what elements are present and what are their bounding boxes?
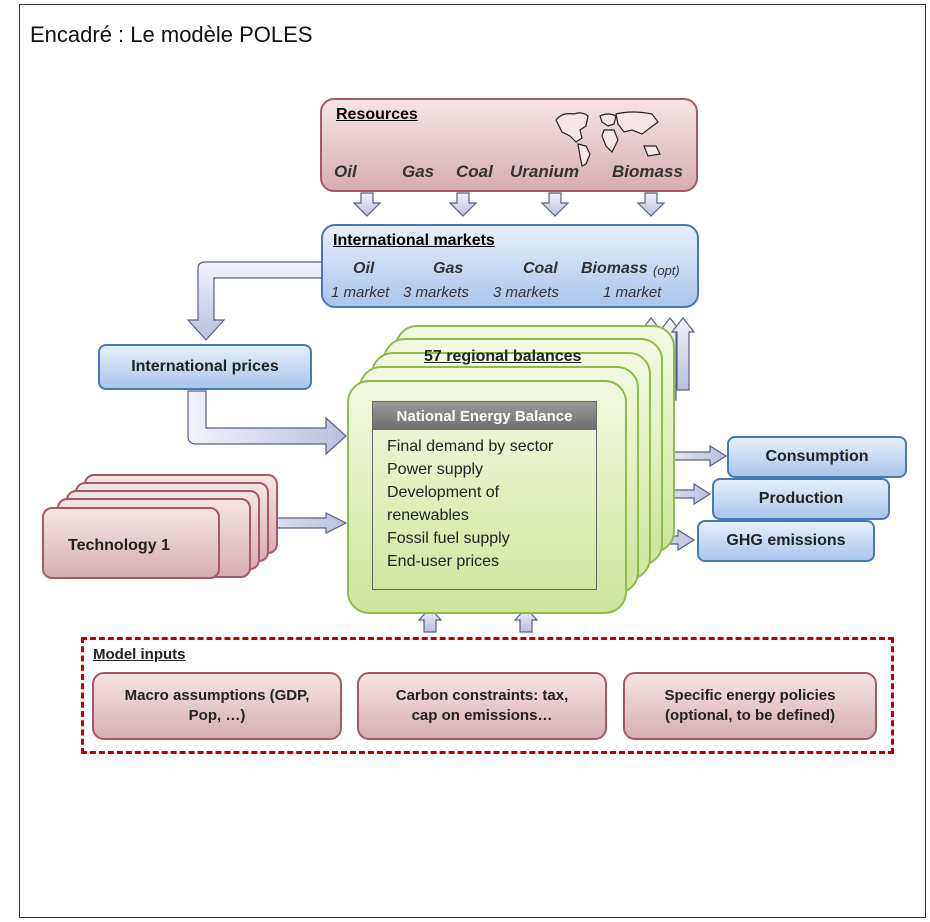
markets-box: International markets Oil 1 market Gas 3…: [321, 224, 699, 308]
market-coal-name: Coal: [523, 260, 558, 277]
res-to-market-arrow: [540, 192, 570, 217]
resource-biomass: Biomass: [612, 162, 683, 181]
macro-assumptions-card: Macro assumptions (GDP, Pop, …): [92, 672, 342, 740]
neb-header: National Energy Balance: [373, 402, 596, 430]
markets-title: International markets: [333, 232, 495, 249]
page-title: Encadré : Le modèle POLES: [30, 22, 313, 47]
market-biomass-opt: (opt): [653, 263, 680, 278]
neb-line: Fossil fuel supply: [387, 530, 510, 547]
res-to-market-arrow: [448, 192, 478, 217]
energy-policies-card: Specific energy policies (optional, to be…: [623, 672, 877, 740]
market-coal-detail: 3 markets: [493, 284, 559, 301]
resource-gas: Gas: [402, 162, 435, 181]
input-line: (optional, to be defined): [665, 707, 835, 724]
market-biomass-name: Biomass: [581, 260, 648, 277]
input-line: Pop, …): [188, 707, 246, 724]
res-to-market-arrow: [352, 192, 382, 217]
resource-uranium: Uranium: [510, 162, 579, 181]
market-biomass-detail: 1 market: [603, 284, 662, 301]
market-oil-name: Oil: [353, 260, 375, 277]
market-gas-detail: 3 markets: [403, 284, 469, 301]
neb-line: End-user prices: [387, 553, 500, 570]
resource-coal: Coal: [456, 162, 493, 181]
market-oil-detail: 1 market: [331, 284, 390, 301]
input-line: Macro assumptions (GDP,: [124, 687, 310, 704]
international-prices-box: International prices: [98, 344, 312, 390]
resource-oil: Oil: [334, 162, 357, 181]
regional-balances-title: 57 regional balances: [424, 348, 582, 365]
resources-title: Resources: [336, 106, 418, 123]
technology-label: Technology 1: [68, 537, 170, 554]
prices-to-balance-arrow: [187, 390, 347, 456]
market-gas-name: Gas: [433, 260, 464, 277]
consumption-box: Consumption: [727, 436, 907, 478]
ghg-emissions-box: GHG emissions: [697, 520, 875, 562]
resources-box: Resources Oil Gas Coal Uranium Biomass: [320, 98, 698, 192]
res-to-market-arrow: [636, 192, 666, 217]
world-map-icon: [555, 111, 661, 167]
neb-line: Development of: [387, 484, 500, 501]
market-to-prices-arrow: [186, 261, 323, 341]
neb-line: Power supply: [387, 461, 484, 478]
inputs-to-balance-arrow: [417, 607, 443, 633]
input-line: cap on emissions…: [411, 707, 553, 724]
input-line: Carbon constraints: tax,: [395, 687, 569, 704]
national-energy-balance-box: National Energy Balance Final demand by …: [372, 401, 597, 590]
model-inputs-title: Model inputs: [93, 646, 186, 663]
technology-front: [42, 507, 220, 579]
production-box: Production: [712, 478, 890, 520]
model-inputs-box: [81, 637, 894, 754]
inputs-to-balance-arrow: [513, 607, 539, 633]
carbon-constraints-card: Carbon constraints: tax, cap on emissions…: [357, 672, 607, 740]
input-line: Specific energy policies: [664, 687, 836, 704]
neb-line: renewables: [387, 507, 469, 524]
balance-to-market-arrow: [670, 317, 696, 391]
neb-line: Final demand by sector: [387, 438, 554, 455]
